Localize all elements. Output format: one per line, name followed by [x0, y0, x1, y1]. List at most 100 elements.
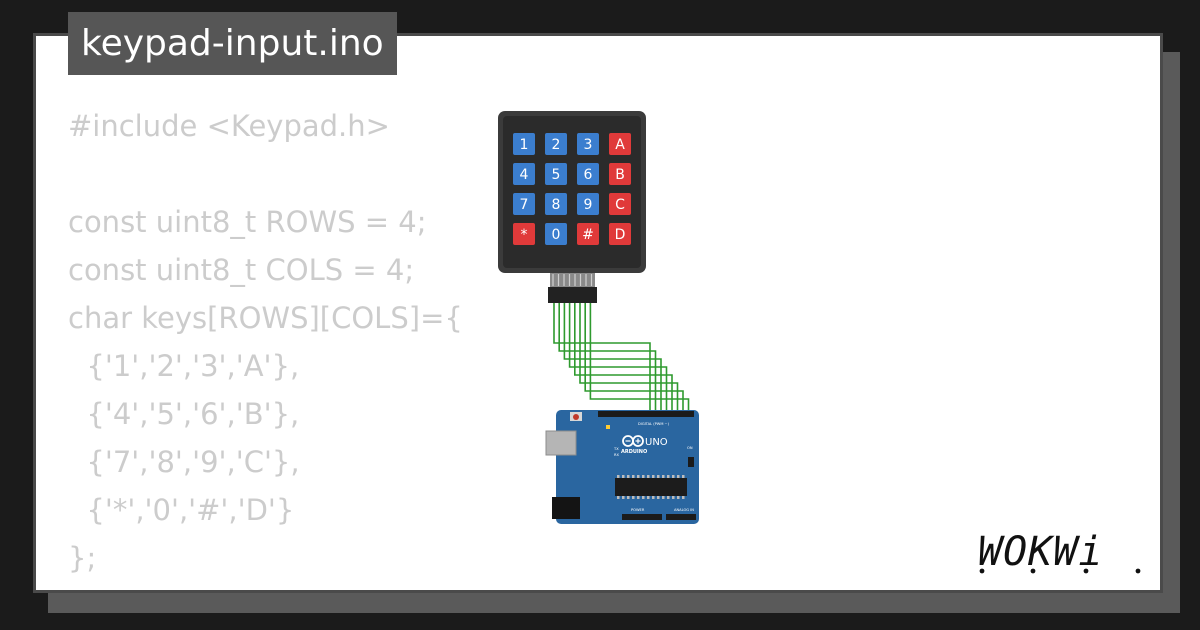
key-7[interactable]: 7	[513, 193, 535, 215]
wire[interactable]	[568, 303, 668, 411]
key-label: A	[615, 137, 625, 153]
on-led-label: ON	[687, 446, 693, 450]
chip-pin	[677, 475, 680, 478]
key-4[interactable]: 4	[513, 163, 535, 185]
wire[interactable]	[589, 303, 690, 411]
keypad-connector	[548, 273, 597, 303]
key-6[interactable]: 6	[577, 163, 599, 185]
key-0[interactable]: 0	[545, 223, 567, 245]
status-led	[606, 425, 610, 429]
key-cap	[577, 193, 599, 215]
key-9[interactable]: 9	[577, 193, 599, 215]
key-label: 8	[552, 197, 561, 213]
logo-dot-icon	[1030, 568, 1036, 574]
key-cap	[577, 223, 599, 245]
microcontroller-chip	[615, 478, 687, 496]
wire[interactable]	[579, 303, 679, 411]
key-label: 6	[584, 167, 593, 183]
key-D[interactable]: D	[609, 223, 631, 245]
chip-pin	[622, 475, 625, 478]
key-1[interactable]: 1	[513, 133, 535, 155]
code-line: };	[68, 541, 97, 575]
chip-pin	[632, 496, 635, 499]
key-B[interactable]: B	[609, 163, 631, 185]
key-C[interactable]: C	[609, 193, 631, 215]
key-cap	[609, 163, 631, 185]
wire[interactable]	[584, 303, 684, 411]
chip-pin	[642, 475, 645, 478]
key-8[interactable]: 8	[545, 193, 567, 215]
key-label: 0	[552, 227, 561, 243]
wire[interactable]	[563, 303, 662, 411]
key-label: 2	[552, 137, 561, 153]
key-*[interactable]: *	[513, 223, 535, 245]
board-model: UNO	[645, 437, 668, 448]
code-line: char keys[ROWS][COLS]={	[68, 301, 463, 335]
logo-dot-icon	[1083, 568, 1089, 574]
key-#[interactable]: #	[577, 223, 599, 245]
key-cap	[577, 133, 599, 155]
chip-pin	[627, 496, 630, 499]
key-5[interactable]: 5	[545, 163, 567, 185]
chip-pin	[672, 475, 675, 478]
code-line: const uint8_t COLS = 4;	[68, 253, 415, 287]
chip-pin	[637, 496, 640, 499]
key-A[interactable]: A	[609, 133, 631, 155]
logo-dot-icon	[979, 568, 985, 574]
chip-pin	[662, 496, 665, 499]
chip-pin	[617, 475, 620, 478]
chip-pin	[662, 475, 665, 478]
wokwi-logo-text: WOKWi	[978, 529, 1103, 575]
wire[interactable]	[574, 303, 673, 411]
chip-pin	[657, 496, 660, 499]
key-cap	[545, 193, 567, 215]
chip-pin	[677, 496, 680, 499]
chip-pin	[647, 475, 650, 478]
digital-label: DIGITAL (PWM ~)	[638, 422, 670, 426]
usb-port	[545, 430, 577, 456]
wire[interactable]	[558, 303, 657, 411]
project-title: keypad-input.ino	[68, 12, 397, 75]
connector-header	[548, 287, 597, 303]
digital-header	[598, 411, 694, 417]
chip-pin	[667, 475, 670, 478]
connector-pins	[550, 273, 595, 287]
chip-pin	[632, 475, 635, 478]
chip-pin	[622, 496, 625, 499]
logo-dot-icon	[1135, 568, 1141, 574]
chip-pin	[652, 496, 655, 499]
wokwi-logo[interactable]: WOKWi	[976, 527, 1152, 577]
power-label: POWER	[631, 508, 645, 512]
code-line: {'4','5','6','B'},	[68, 397, 300, 431]
key-3[interactable]: 3	[577, 133, 599, 155]
chip-pin	[682, 496, 685, 499]
key-label: #	[582, 227, 594, 243]
chip-pin	[682, 475, 685, 478]
code-line: const uint8_t ROWS = 4;	[68, 205, 427, 239]
rx-label: RX	[614, 453, 619, 457]
reset-button-cap	[573, 414, 579, 420]
key-cap	[513, 133, 535, 155]
key-label: 5	[552, 167, 561, 183]
code-line	[68, 150, 463, 198]
chip-pin	[642, 496, 645, 499]
chip-pin	[617, 496, 620, 499]
key-label: *	[521, 227, 528, 243]
chip-pin	[657, 475, 660, 478]
code-line: {'*','0','#','D'}	[68, 493, 295, 527]
key-cap	[609, 133, 631, 155]
wire[interactable]	[553, 303, 651, 411]
chip-pin	[667, 496, 670, 499]
arduino-uno-board[interactable]: UNO ARDUINO DIGITAL (PWM ~) ANALOG IN PO…	[545, 410, 699, 524]
chip-pin	[672, 496, 675, 499]
key-2[interactable]: 2	[545, 133, 567, 155]
key-label: 3	[584, 137, 593, 153]
chip-pins	[617, 475, 685, 499]
key-label: 1	[520, 137, 529, 153]
chip-pin	[627, 475, 630, 478]
key-label: 9	[584, 197, 593, 213]
tx-label: TX	[613, 447, 619, 451]
key-cap	[545, 163, 567, 185]
